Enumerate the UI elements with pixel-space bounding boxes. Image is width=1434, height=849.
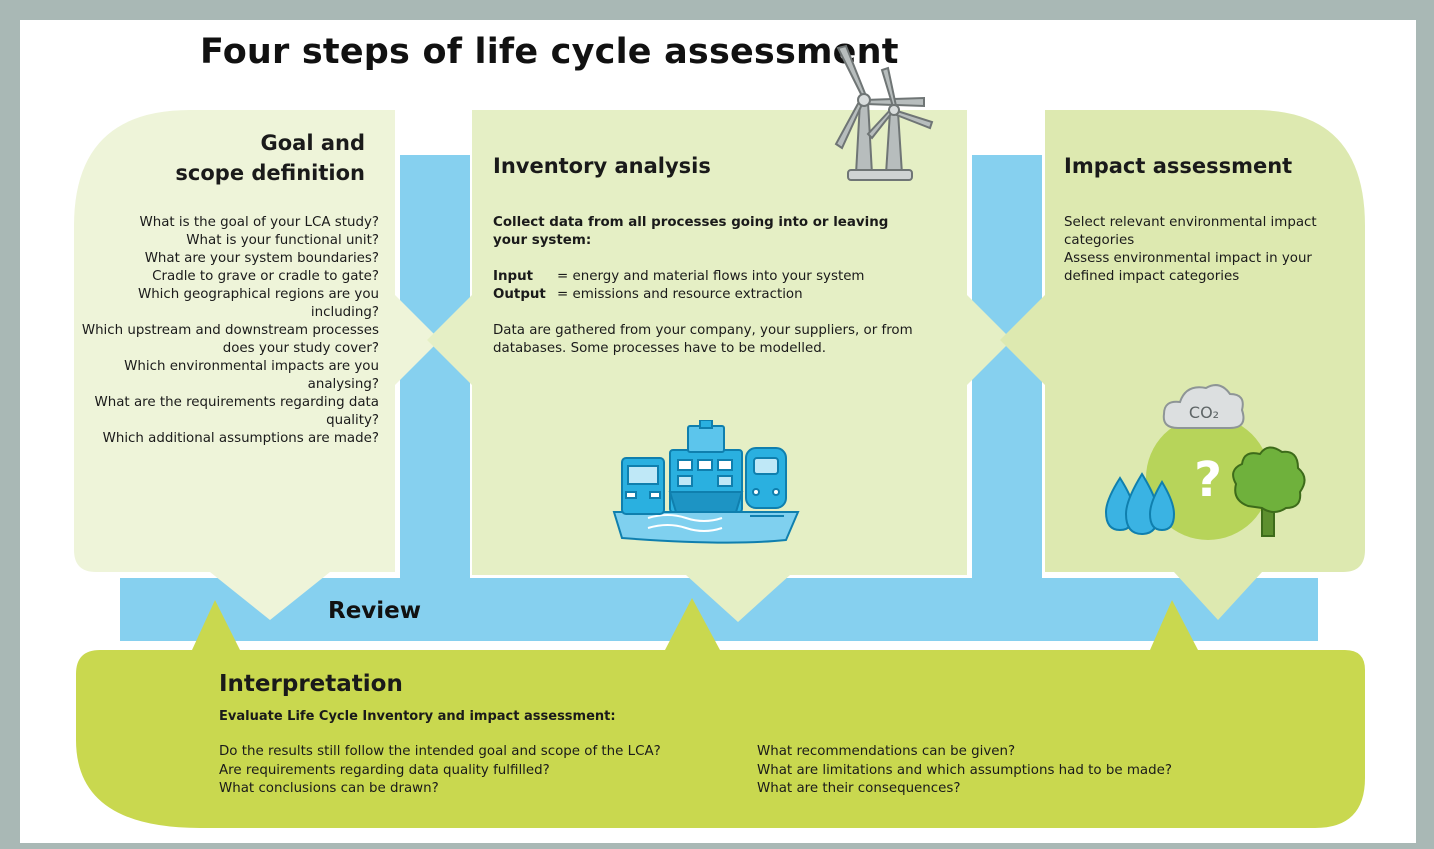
page-title: Four steps of life cycle assessment bbox=[200, 32, 899, 72]
goal-title: Goal and scope definition bbox=[175, 128, 365, 188]
interpretation-box bbox=[76, 598, 1365, 828]
interpretation-question: Are requirements regarding data quality … bbox=[219, 762, 550, 778]
goal-title-line2: scope definition bbox=[175, 161, 365, 185]
tree-icon bbox=[1232, 446, 1306, 537]
wind-turbine-icon bbox=[834, 44, 934, 181]
question-circle-icon bbox=[1146, 416, 1270, 540]
inventory-box bbox=[427, 110, 1012, 622]
goal-questions: What is the goal of your LCA study? What… bbox=[69, 214, 379, 448]
input-text: = energy and material flows into your sy… bbox=[557, 269, 865, 284]
impact-line: Assess environmental impact in your defi… bbox=[1064, 251, 1312, 284]
transport-icon bbox=[612, 420, 800, 544]
input-row: Input = energy and material flows into y… bbox=[493, 268, 913, 286]
water-drops-icon bbox=[1104, 472, 1176, 536]
goal-question: Which upstream and downstream processes … bbox=[81, 323, 379, 356]
review-label: Review bbox=[328, 598, 422, 624]
goal-question: Which geographical regions are you inclu… bbox=[137, 287, 379, 320]
interpretation-question: What are limitations and which assumptio… bbox=[757, 762, 1172, 778]
inventory-lead: Collect data from all processes going in… bbox=[493, 215, 889, 248]
review-band bbox=[120, 155, 1318, 641]
goal-question: What is your functional unit? bbox=[186, 233, 379, 248]
goal-question: Which environmental impacts are you anal… bbox=[124, 359, 379, 392]
interpretation-title: Interpretation bbox=[219, 671, 403, 697]
inventory-body: Collect data from all processes going in… bbox=[493, 214, 913, 358]
interpretation-question: What are their consequences? bbox=[757, 781, 961, 796]
goal-question: Which additional assumptions are made? bbox=[102, 431, 379, 446]
interpretation-question: Do the results still follow the intended… bbox=[219, 744, 661, 759]
interpretation-col2: What recommendations can be given? What … bbox=[757, 743, 1277, 799]
interpretation-lead: Evaluate Life Cycle Inventory and impact… bbox=[219, 709, 616, 724]
input-key: Input bbox=[493, 269, 534, 284]
impact-icons: ? CO₂ bbox=[1104, 384, 1306, 540]
output-row: Output = emissions and resource extracti… bbox=[493, 286, 913, 304]
impact-body: Select relevant environmental impact cat… bbox=[1064, 214, 1324, 286]
output-text: = emissions and resource extraction bbox=[557, 287, 803, 302]
goal-title-line1: Goal and bbox=[260, 131, 366, 155]
inventory-title: Inventory analysis bbox=[493, 154, 711, 178]
output-key: Output bbox=[493, 287, 546, 302]
goal-question: What is the goal of your LCA study? bbox=[139, 215, 379, 230]
interpretation-question: What conclusions can be drawn? bbox=[219, 781, 439, 796]
co2-cloud-icon: CO₂ bbox=[1162, 384, 1245, 429]
goal-question: What are the requirements regarding data… bbox=[94, 395, 380, 428]
goal-box bbox=[74, 110, 440, 620]
interpretation-question: What recommendations can be given? bbox=[757, 744, 1016, 759]
co2-label: CO₂ bbox=[1189, 403, 1219, 422]
impact-title: Impact assessment bbox=[1064, 154, 1293, 178]
interpretation-col1: Do the results still follow the intended… bbox=[219, 743, 739, 799]
inventory-note: Data are gathered from your company, you… bbox=[493, 323, 913, 356]
goal-question: What are your system boundaries? bbox=[144, 251, 379, 266]
impact-line: Select relevant environmental impact cat… bbox=[1064, 215, 1317, 248]
goal-question: Cradle to grave or cradle to gate? bbox=[152, 269, 379, 284]
question-mark: ? bbox=[1194, 452, 1222, 508]
